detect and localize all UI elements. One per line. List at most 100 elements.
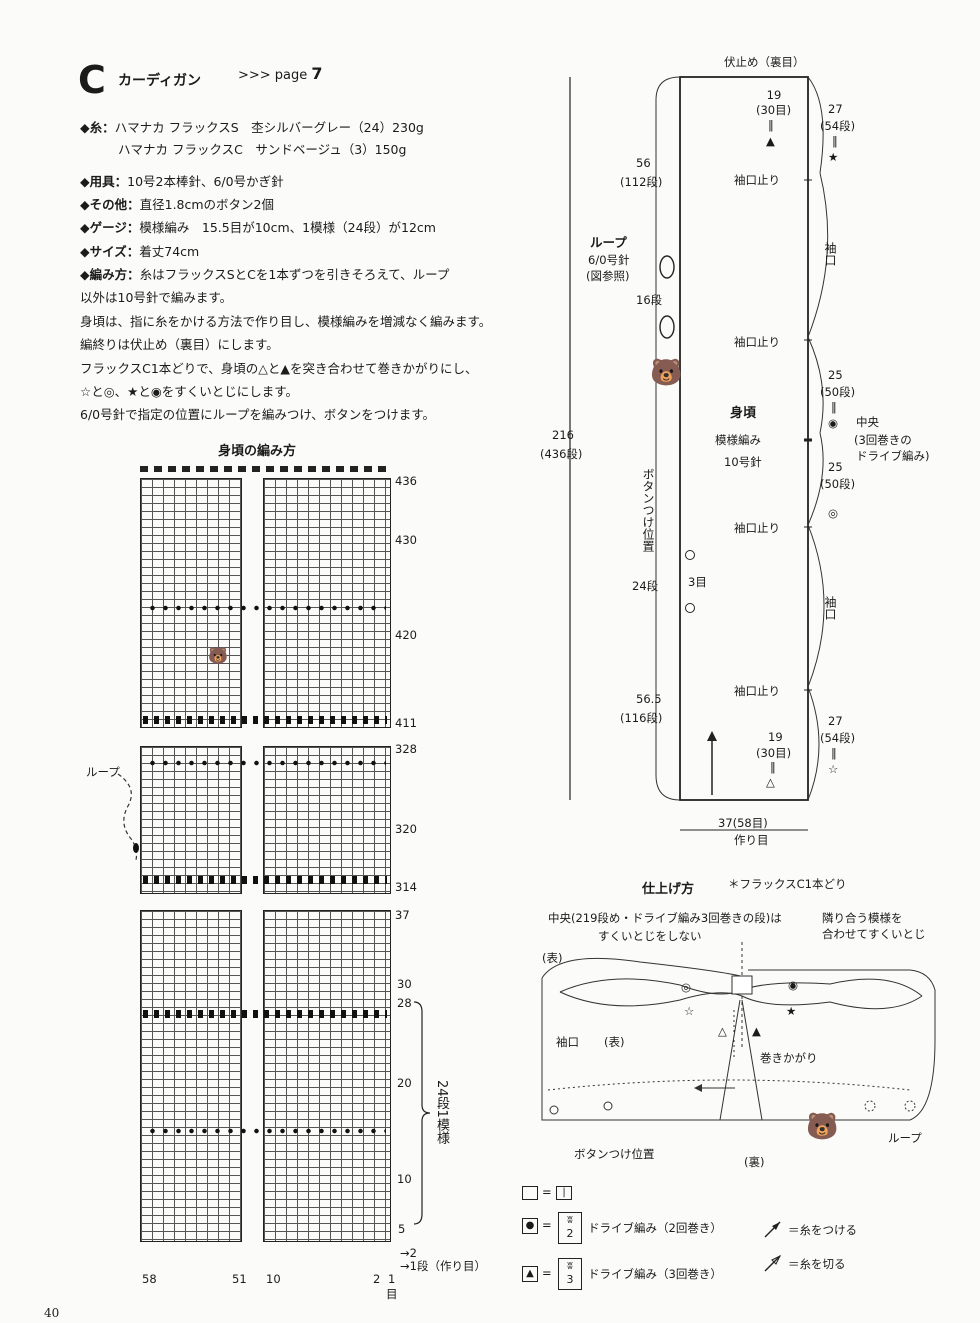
left-top-cm: 56 (636, 156, 651, 170)
finishing-center-note-1: 中央(219段め・ドライブ編み3回巻きの段)は (548, 911, 782, 925)
row-arrow-1: →1段（作り目） (400, 1259, 486, 1273)
chart-block-top-left (140, 478, 242, 728)
method-line-1: ◆編み方：糸はフラックスSとCを1本ずつを引きそろえて、ループ (80, 267, 450, 282)
page-reference: >>> page 7 (238, 64, 323, 83)
bullseye-icon: ◉ (828, 416, 839, 430)
row-num: 320 (395, 822, 417, 836)
bottom-width: 19 (768, 730, 783, 744)
legend-drive-2: ドライブ編み（2回巻き） (588, 1221, 722, 1235)
legend-drive-3: ドライブ編み（3回巻き） (588, 1267, 722, 1281)
row-num: 28 (397, 996, 412, 1010)
finishing-back-label: (裏) (744, 1155, 765, 1169)
finishing-note: ＊フラックスC1本どり (728, 877, 847, 891)
row-num: 328 (395, 742, 417, 756)
col-num: 58 (142, 1272, 157, 1286)
loop-chain-icon (117, 773, 139, 861)
chart-block-mid-right (263, 746, 391, 894)
col-num: 2 (373, 1272, 381, 1286)
double-circle-icon: ◎ (681, 980, 692, 994)
row-num: 430 (395, 533, 417, 547)
other-line: ◆その他：直径1.8cmのボタン2個 (80, 197, 275, 212)
double-circle-icon: ◎ (828, 506, 839, 520)
method-line-4: 編終りは伏止め（裏目）にします。 (80, 337, 279, 352)
finishing-front-label: (表) (542, 951, 563, 965)
tools-line: ◆用具：10号2本棒針、6/0号かぎ針 (80, 174, 284, 189)
top-stitches: (30目) (756, 103, 792, 117)
col-num: 1 (388, 1272, 396, 1286)
finishing-adjacent-1: 隣り合う模様を (822, 911, 903, 925)
legend-attach: ＝糸をつける (788, 1223, 857, 1237)
row-num: 5 (398, 1222, 406, 1236)
triangle-row-28 (143, 1010, 387, 1018)
body-needle: 10号針 (724, 455, 762, 469)
finishing-sleeve-label: 袖口 (556, 1035, 579, 1049)
mid-rows-2: (50段) (820, 477, 856, 491)
row-arrow-2: →2 (400, 1246, 417, 1260)
body-label: 身頃 (730, 406, 757, 421)
triangle-row-314 (143, 876, 387, 884)
sleeve-stop-label: 袖口止り (734, 684, 780, 698)
left-top-rows: (112段) (620, 175, 663, 189)
section-letter: C (78, 58, 106, 102)
finishing-adjacent-2: 合わせてすくいとじ (822, 927, 926, 941)
finishing-title: 仕上げ方 (642, 882, 695, 897)
size-line: ◆サイズ：着丈74cm (80, 244, 200, 259)
sleeve-stop-label: 袖口止り (734, 335, 780, 349)
chart-block-top-right (263, 478, 391, 728)
center-label: 中央 (856, 415, 879, 429)
top-width: 19 (766, 88, 782, 102)
pattern-repeat-label: 24段1模様 (434, 1080, 449, 1144)
center-note-2: ドライブ編み) (856, 449, 930, 463)
triangle-row-411 (143, 716, 387, 724)
row-num: 314 (395, 880, 417, 894)
finishing-front2-label: (表) (604, 1035, 625, 1049)
bottom-stitches: (30目) (756, 746, 792, 760)
hollow-star-icon: ☆ (828, 762, 839, 776)
bear-watermark-icon: 🐻 (208, 646, 228, 665)
col-suffix: 目 (386, 1287, 398, 1301)
loop-ref: (図参照) (586, 269, 630, 283)
bullseye-icon: ◉ (788, 978, 799, 992)
purl-symbol-icon: | (556, 1186, 572, 1200)
chart-block-mid-left (140, 746, 242, 894)
body-schematic (569, 76, 829, 831)
bindoff-marks (140, 466, 388, 472)
button-inset: 3目 (688, 575, 707, 589)
row-num: 20 (397, 1076, 412, 1090)
total-rows: (436段) (540, 447, 583, 461)
pattern-bracket (413, 1001, 431, 1225)
filled-star-icon: ★ (786, 1004, 797, 1018)
method-line-3: 身頃は、指に糸をかける方法で作り目し、模様編みを増減なく編みます。 (80, 314, 492, 329)
loop-needle: 6/0号針 (588, 253, 630, 267)
hollow-triangle-icon: △ (718, 1024, 727, 1038)
row-num: 420 (395, 628, 417, 642)
page-number: 40 (44, 1306, 60, 1320)
top-right-rows: (54段) (820, 119, 856, 133)
hollow-triangle-icon: △ (766, 775, 775, 789)
bottom-right-cm: 27 (828, 714, 843, 728)
gauge-line: ◆ゲージ：模様編み 15.5目が10cm、1模様（24段）が12cm (80, 220, 436, 235)
sleeve-label: 袖口 (823, 596, 837, 620)
chart-loop-label: ループ (86, 765, 120, 779)
drive-triangle-symbol-icon: ▲ (522, 1266, 538, 1282)
chart-block-bottom-left (140, 910, 242, 1242)
legend-cut: ＝糸を切る (788, 1257, 846, 1271)
loop-spacing: 16段 (636, 293, 663, 307)
filled-triangle-icon: ▲ (752, 1024, 761, 1038)
whip-stitch-label: 巻きかがり (760, 1051, 818, 1065)
drive-stitch-row-420 (146, 605, 386, 611)
button-spacing: 24段 (632, 579, 659, 593)
mid-rows: (50段) (820, 385, 856, 399)
finishing-button-label: ボタンつけ位置 (574, 1147, 655, 1161)
row-num: 30 (397, 977, 412, 991)
row-num: 411 (395, 716, 417, 730)
yarn-line-1: ◆糸：ハマナカ フラックスS 杢シルバーグレー（24）230g (80, 120, 424, 135)
row-num: 10 (397, 1172, 412, 1186)
sleeve-stop-label: 袖口止り (734, 521, 780, 535)
finishing-center-note-2: すくいとじをしない (598, 929, 702, 943)
left-bottom-rows: (116段) (620, 711, 663, 725)
legend-eq: = (542, 1266, 552, 1280)
finishing-loop-label: ループ (888, 1131, 922, 1145)
finishing-diagram (541, 940, 936, 1121)
